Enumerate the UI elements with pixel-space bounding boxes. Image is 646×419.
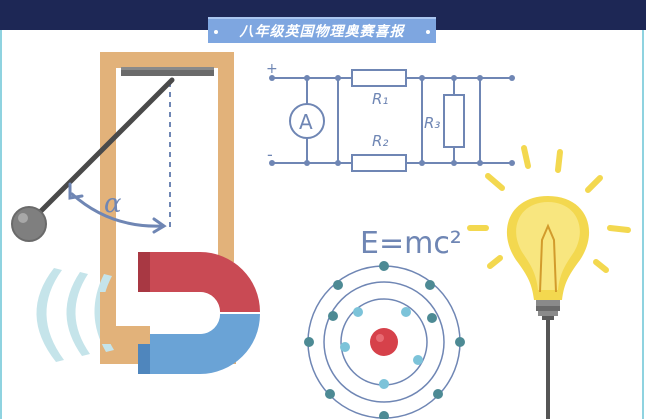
r3-label: R₃ — [424, 114, 440, 132]
horseshoe-magnet — [100, 252, 260, 374]
title-banner: 八年级英国物理奥赛喜报 — [208, 17, 436, 43]
ammeter-label: A — [299, 110, 313, 134]
pendulum-bob — [11, 206, 47, 242]
page-title: 八年级英国物理奥赛喜报 — [239, 24, 405, 40]
formula-text: E=mc² — [360, 226, 462, 261]
field-waves — [36, 268, 114, 362]
pendulum-string — [27, 77, 175, 225]
r1-label: R₁ — [372, 90, 388, 108]
banner-dot — [426, 30, 430, 34]
atom-diagram — [304, 261, 465, 419]
circuit-nodes — [269, 75, 515, 166]
plus-terminal-label: + — [266, 61, 278, 77]
r2-label: R₂ — [372, 132, 388, 150]
banner-dot — [214, 30, 218, 34]
minus-terminal-label: - — [267, 145, 273, 164]
angle-label: α — [104, 189, 122, 219]
angle-arc — [70, 192, 164, 228]
light-bulb — [467, 145, 631, 419]
